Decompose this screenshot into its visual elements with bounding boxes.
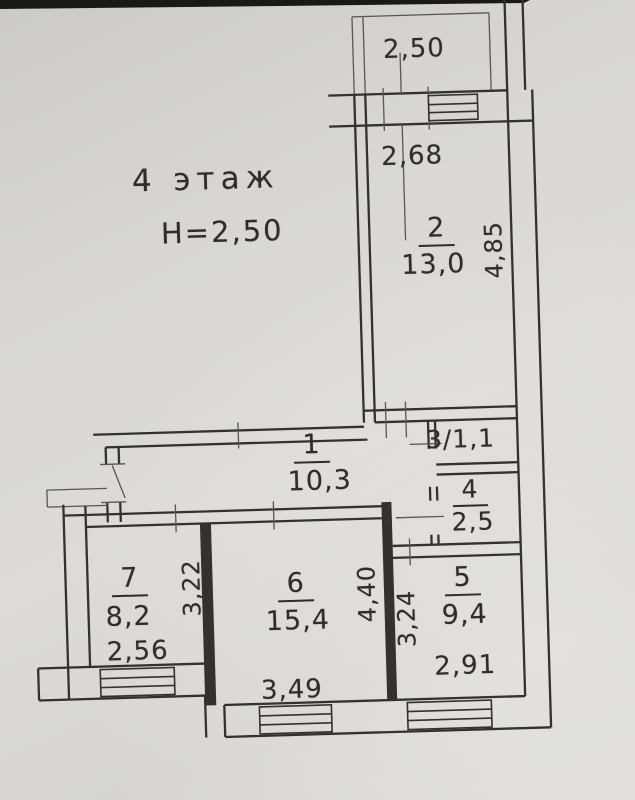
dim-room5-depth: 3,24: [391, 589, 422, 648]
rooms67-north-wall: [63, 501, 389, 533]
room2-number: 2: [417, 211, 455, 248]
room6-window: [258, 703, 333, 735]
room5-number: 5: [444, 561, 482, 597]
room7-number: 7: [110, 562, 149, 598]
facade-step: [203, 695, 227, 738]
rooms65-facade-wall: [224, 694, 552, 739]
room1-number: 1: [293, 428, 331, 464]
room5-window: [406, 699, 493, 731]
room5-north-wall: [392, 538, 521, 566]
wall-room7-room6: [199, 523, 217, 706]
floor-title: 4 этаж: [131, 159, 280, 200]
room6-area: 15,4: [265, 604, 331, 638]
room1-area: 10,3: [287, 464, 353, 498]
balcony-outline: [351, 12, 492, 95]
ceiling-height-label: H=2,50: [160, 213, 285, 251]
room7-area: 8,2: [105, 600, 153, 633]
room4-area: 2,5: [451, 506, 495, 537]
room6-number: 6: [277, 567, 315, 603]
room2-north-wall: [328, 86, 534, 131]
room3-label: 3/1,1: [425, 423, 496, 455]
dim-room5-width: 2,91: [433, 649, 497, 682]
stair-landing-outline: [46, 487, 108, 508]
room7-window: [99, 666, 176, 698]
scan-page-edge: [0, 0, 530, 9]
dim-room6-depth: 4,40: [352, 564, 382, 623]
room7-west-wall: [62, 504, 92, 700]
room4-number: 4: [452, 474, 488, 508]
dim-room7-depth: 3,22: [176, 558, 207, 618]
entrance-door-wall: [100, 446, 127, 523]
dimension-extension-line: [399, 52, 407, 241]
room2-west-wall: [353, 94, 377, 423]
dim-room2-entry-width: 2,68: [380, 140, 444, 173]
exterior-right-wall: [503, 0, 553, 728]
room7-facade-wall: [36, 662, 206, 702]
dim-balcony-width: 2,50: [382, 33, 446, 65]
wall-room6-room5: [381, 501, 398, 701]
room2-south-wall: [363, 401, 517, 439]
wall-room3-room4: [436, 461, 519, 476]
dim-room6-width: 3,49: [260, 674, 324, 706]
page-edge-shadow: [0, 0, 530, 9]
room2-area: 13,0: [400, 248, 466, 282]
corridor-north-wall: [93, 422, 368, 449]
rooms34-west-wall: [395, 420, 444, 545]
dim-room7-width: 2,56: [106, 635, 170, 668]
room5-area: 9,4: [441, 598, 489, 631]
dim-room2-depth: 4,85: [479, 220, 509, 279]
room2-window: [427, 93, 479, 122]
